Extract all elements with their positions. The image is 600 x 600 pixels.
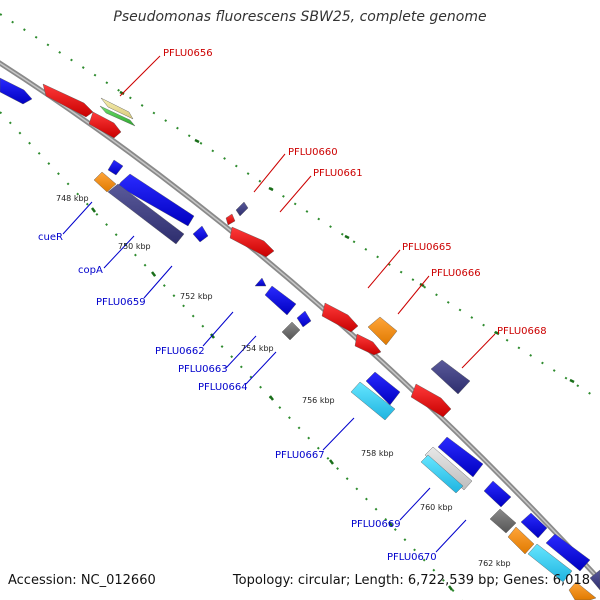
kbp-label: 750 kbp bbox=[118, 242, 151, 251]
outer-major-ticks bbox=[119, 90, 575, 384]
kbp-label: 758 kbp bbox=[361, 449, 394, 458]
gene-label-pflu0667[interactable]: PFLU0667 bbox=[275, 450, 325, 461]
gene-arrow[interactable] bbox=[225, 213, 236, 226]
gene-arrow[interactable] bbox=[235, 201, 249, 217]
reverse-label-leaders bbox=[62, 201, 467, 553]
gene-arrow[interactable] bbox=[88, 111, 122, 139]
gene-arrow[interactable] bbox=[520, 512, 548, 539]
kbp-labels: 748 kbp 750 kbp 752 kbp 754 kbp 756 kbp … bbox=[56, 194, 511, 568]
inner-tick-ring bbox=[0, 111, 463, 600]
gene-arrow[interactable] bbox=[254, 277, 267, 287]
genome-stats-text: Topology: circular; Length: 6,722,539 bp… bbox=[232, 573, 590, 588]
gene-label-pflu0665[interactable]: PFLU0665 bbox=[402, 242, 452, 253]
gene-label-pflu0662[interactable]: PFLU0662 bbox=[155, 346, 205, 357]
gene-arrow[interactable] bbox=[568, 581, 597, 600]
reverse-gene-labels: cueR copA PFLU0659 PFLU0662 PFLU0663 PFL… bbox=[38, 232, 437, 563]
gene-arrow[interactable] bbox=[321, 302, 359, 333]
gene-arrow[interactable] bbox=[264, 285, 297, 316]
accession-text: Accession: NC_012660 bbox=[8, 573, 156, 588]
inner-major-ticks bbox=[91, 207, 453, 591]
gene-arrow[interactable] bbox=[589, 569, 600, 591]
forward-label-leaders bbox=[119, 55, 496, 369]
gene-arrow[interactable] bbox=[410, 383, 452, 418]
gene-arrow[interactable] bbox=[296, 310, 312, 328]
gene-arrow[interactable] bbox=[437, 436, 484, 478]
gene-arrow[interactable] bbox=[430, 359, 471, 395]
kbp-label: 762 kbp bbox=[478, 559, 511, 568]
kbp-label: 754 kbp bbox=[241, 344, 274, 353]
gene-label-pflu0663[interactable]: PFLU0663 bbox=[178, 364, 228, 375]
gene-label-pflu0666[interactable]: PFLU0666 bbox=[431, 268, 481, 279]
gene-arrow[interactable] bbox=[545, 533, 591, 572]
gene-arrow[interactable] bbox=[420, 454, 464, 494]
outer-tick-ring bbox=[0, 13, 600, 401]
gene-arrow[interactable] bbox=[93, 171, 117, 193]
kbp-label: 760 kbp bbox=[420, 503, 453, 512]
gene-arrow[interactable] bbox=[527, 543, 573, 583]
kbp-label: 748 kbp bbox=[56, 194, 89, 203]
gene-arrow[interactable] bbox=[229, 226, 275, 258]
gene-label-cuer[interactable]: cueR bbox=[38, 232, 63, 243]
gene-label-copa[interactable]: copA bbox=[78, 265, 103, 276]
gene-arrow[interactable] bbox=[507, 526, 535, 555]
gene-arrow[interactable] bbox=[350, 381, 396, 421]
gene-arrow[interactable] bbox=[483, 480, 512, 508]
gene-arrow[interactable] bbox=[281, 321, 301, 341]
gene-label-pflu0656[interactable]: PFLU0656 bbox=[163, 48, 213, 59]
gene-arrow[interactable] bbox=[107, 183, 185, 245]
gene-arrow[interactable] bbox=[354, 333, 382, 356]
gene-arrow[interactable] bbox=[42, 83, 94, 118]
gene-arrow[interactable] bbox=[0, 77, 33, 105]
gene-arrow[interactable] bbox=[365, 371, 401, 406]
gene-label-pflu0669[interactable]: PFLU0669 bbox=[351, 519, 401, 530]
forward-strand-genes bbox=[0, 77, 471, 418]
reverse-strand-genes bbox=[93, 159, 600, 600]
kbp-label: 756 kbp bbox=[302, 396, 335, 405]
gene-arrow[interactable] bbox=[107, 159, 124, 176]
gene-label-pflu0659[interactable]: PFLU0659 bbox=[96, 297, 146, 308]
gene-label-pflu0670[interactable]: PFLU0670 bbox=[387, 552, 437, 563]
gene-arrow[interactable] bbox=[99, 105, 136, 127]
forward-gene-labels: PFLU0656 PFLU0660 PFLU0661 PFLU0665 PFLU… bbox=[163, 48, 547, 337]
gene-label-pflu0668[interactable]: PFLU0668 bbox=[497, 326, 547, 337]
map-title: Pseudomonas fluorescens SBW25, complete … bbox=[113, 9, 487, 25]
gene-arrow[interactable] bbox=[100, 97, 134, 120]
gene-arrow[interactable] bbox=[192, 225, 209, 243]
gene-label-pflu0661[interactable]: PFLU0661 bbox=[313, 168, 363, 179]
genome-backbone-highlight bbox=[0, 62, 600, 581]
gene-label-pflu0660[interactable]: PFLU0660 bbox=[288, 147, 338, 158]
gene-arrow[interactable] bbox=[489, 508, 517, 534]
kbp-label: 752 kbp bbox=[180, 292, 213, 301]
gene-arrow[interactable] bbox=[367, 316, 398, 346]
gene-label-pflu0664[interactable]: PFLU0664 bbox=[198, 382, 248, 393]
